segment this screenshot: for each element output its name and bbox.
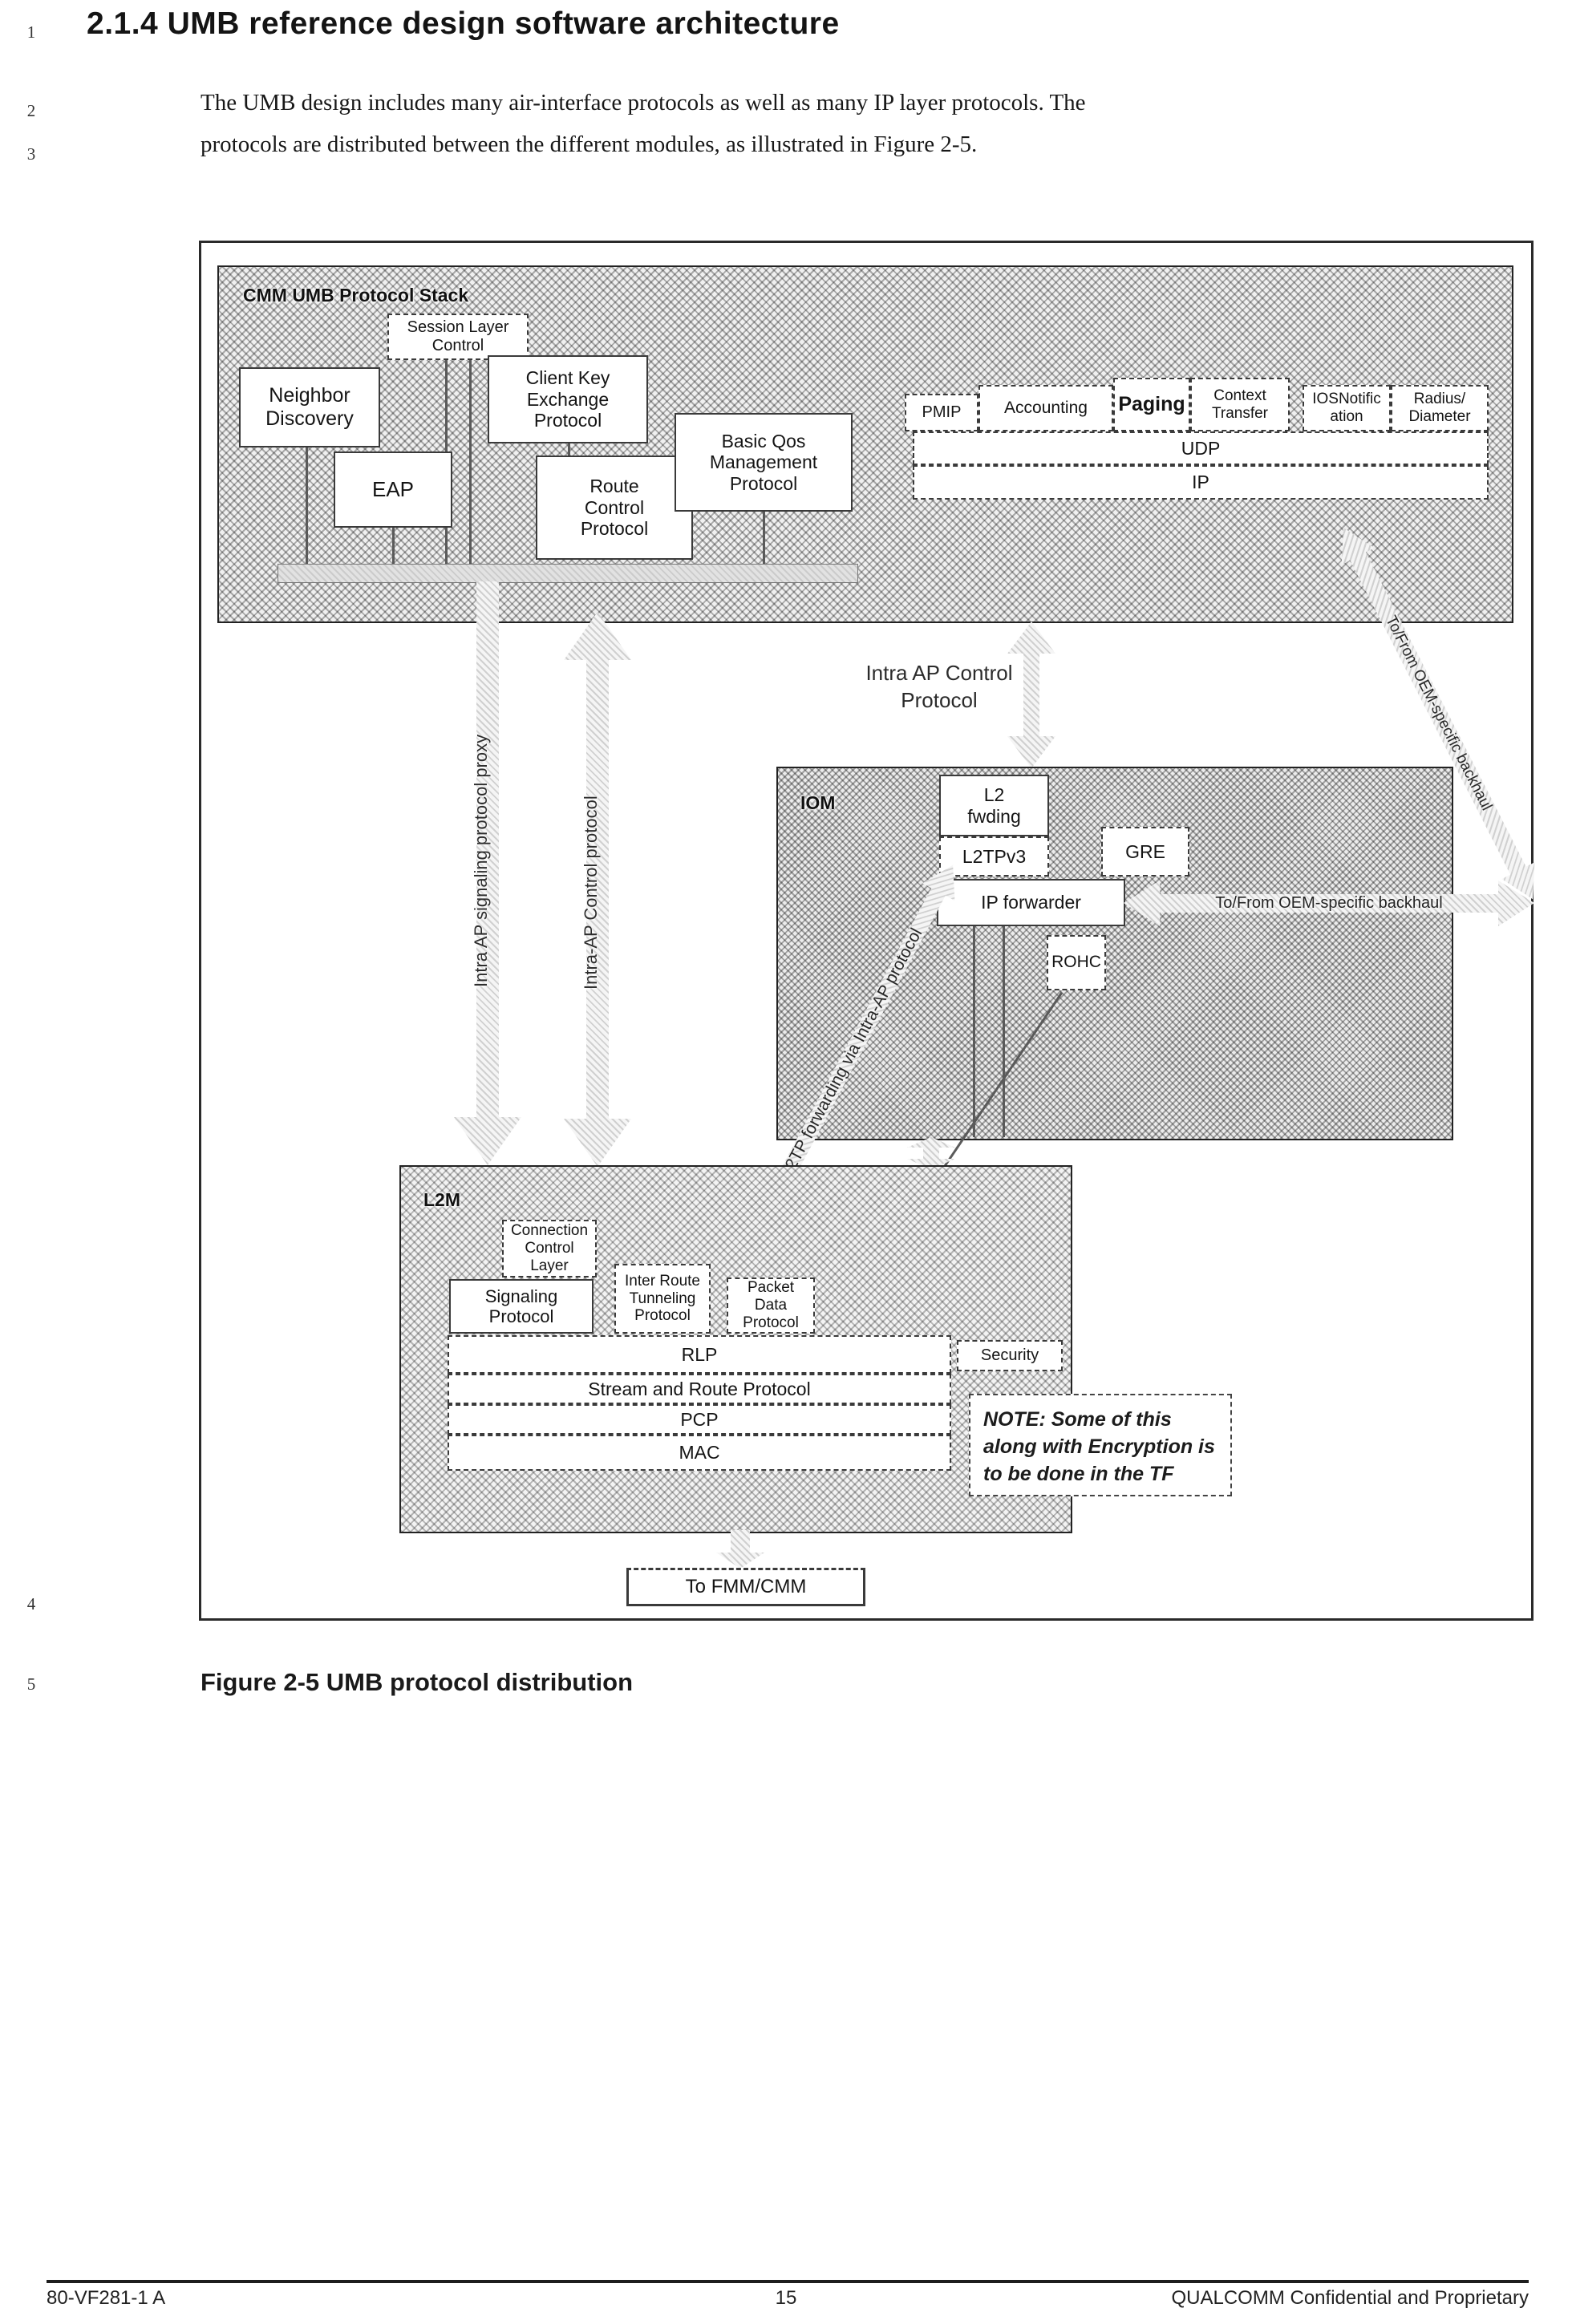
rlp-bar: RLP xyxy=(448,1335,951,1374)
intra-ap-signaling-proxy-label: Intra AP signaling protocol proxy xyxy=(471,620,503,1101)
cmm-bus-bar xyxy=(278,564,858,583)
accounting-box: Accounting xyxy=(978,385,1113,431)
udp-bar: UDP xyxy=(913,431,1489,465)
ip-bar: IP xyxy=(913,465,1489,500)
route-control-box: Route Control Protocol xyxy=(536,455,693,560)
body-text-line2: protocols are distributed between the di… xyxy=(201,132,977,158)
paging-box: Paging xyxy=(1113,378,1190,431)
inter-route-tunneling-box: Inter Route Tunneling Protocol xyxy=(614,1264,711,1334)
connector-basicqos-bus xyxy=(763,512,765,564)
mac-bar: MAC xyxy=(448,1435,951,1471)
pcp-bar: PCP xyxy=(448,1404,951,1435)
client-key-exchange-box: Client Key Exchange Protocol xyxy=(488,355,648,443)
connection-control-layer-box: Connection Control Layer xyxy=(502,1220,597,1277)
connector-ipfwd-l2m-2 xyxy=(1003,926,1005,1137)
note-box: NOTE: Some of this along with Encryption… xyxy=(969,1394,1232,1496)
l2-label: L2 xyxy=(984,784,1005,805)
fwding-label: fwding xyxy=(967,806,1020,827)
to-fmm-cmm-box: To FMM/CMM xyxy=(626,1568,865,1606)
footer-confidential: QUALCOMM Confidential and Proprietary xyxy=(1171,2287,1529,2310)
connector-eap-bus xyxy=(392,528,395,564)
line-number-3: 3 xyxy=(19,144,43,164)
context-transfer-box: Context Transfer xyxy=(1190,378,1290,431)
figure-2-5: CMM UMB Protocol Stack Session Layer Con… xyxy=(199,241,1534,1621)
l2m-module-title: L2M xyxy=(423,1189,460,1211)
body-text-line1: The UMB design includes many air-interfa… xyxy=(201,90,1086,116)
figure-caption: Figure 2-5 UMB protocol distribution xyxy=(201,1668,633,1697)
connector-session-bus-2 xyxy=(469,359,472,564)
cmm-module-title: CMM UMB Protocol Stack xyxy=(243,285,468,306)
radius-diameter-box: Radius/ Diameter xyxy=(1391,385,1489,431)
signaling-protocol-box: Signaling Protocol xyxy=(449,1279,594,1334)
rohc-box: ROHC xyxy=(1047,935,1106,990)
pmip-box: PMIP xyxy=(905,394,978,431)
footer-rule xyxy=(47,2280,1529,2283)
gre-box: GRE xyxy=(1101,827,1189,877)
stream-route-bar: Stream and Route Protocol xyxy=(448,1374,951,1404)
l2tpv3-box: L2TPv3 xyxy=(939,836,1049,877)
security-box: Security xyxy=(957,1340,1063,1371)
l2-fwding-box: L2 fwding xyxy=(939,775,1049,836)
intra-ap-control-arrow-label: Intra-AP Control protocol xyxy=(581,668,613,1117)
connector-clientkey-route xyxy=(568,443,570,455)
ip-forwarder-box: IP forwarder xyxy=(937,879,1125,926)
line-number-4: 4 xyxy=(19,1594,43,1614)
packet-data-protocol-box: Packet Data Protocol xyxy=(727,1277,815,1334)
line-number-2: 2 xyxy=(19,101,43,121)
iom-l2m-bridge-arrow xyxy=(907,1137,955,1169)
iom-module xyxy=(776,767,1453,1140)
connector-ipfwd-l2m-1 xyxy=(973,926,975,1137)
session-layer-control-box: Session Layer Control xyxy=(387,314,529,360)
section-heading: 2.1.4 UMB reference design software arch… xyxy=(87,6,840,42)
eap-box: EAP xyxy=(334,451,452,528)
neighbor-discovery-box: Neighbor Discovery xyxy=(239,367,380,447)
connector-neighbor-bus xyxy=(306,447,308,564)
ios-notification-box: IOSNotific ation xyxy=(1303,385,1391,431)
intra-ap-control-protocol-label: Intra AP Control Protocol xyxy=(835,660,1043,715)
basic-qos-box: Basic Qos Management Protocol xyxy=(675,413,853,512)
iom-module-title: IOM xyxy=(800,792,835,814)
line-number-5: 5 xyxy=(19,1674,43,1694)
line-number-1: 1 xyxy=(19,22,43,43)
to-fmm-arrow xyxy=(716,1530,764,1569)
